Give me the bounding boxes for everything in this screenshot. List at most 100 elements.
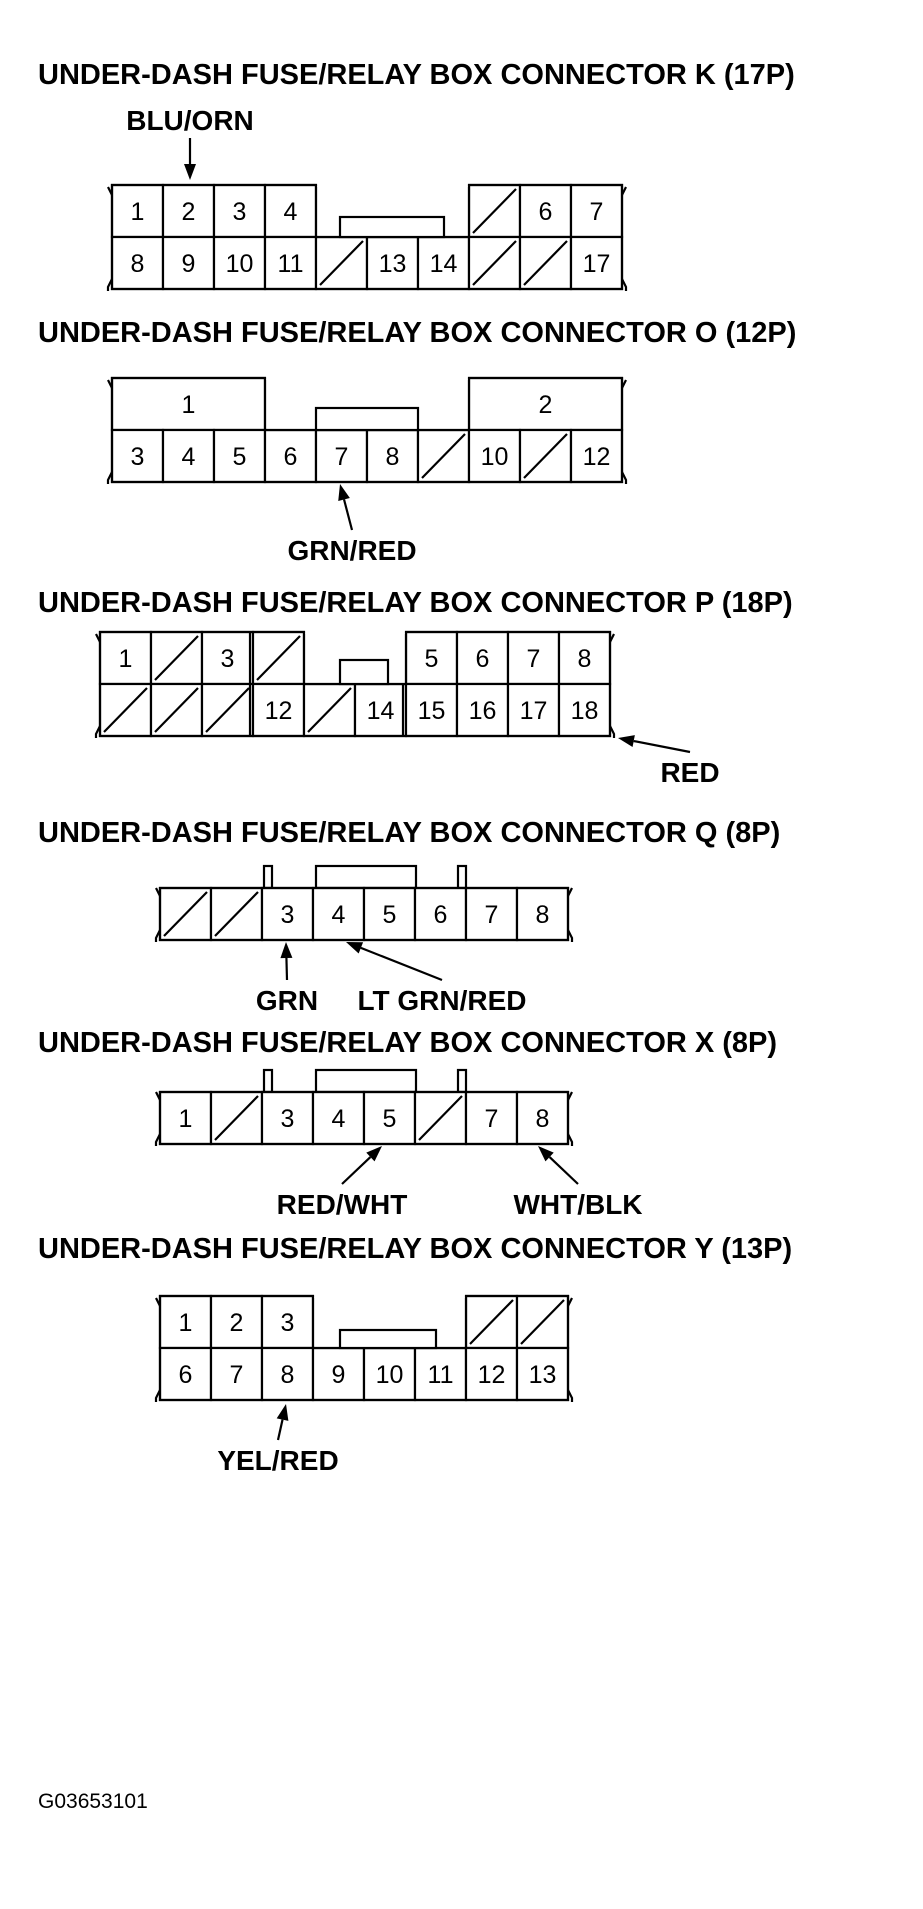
wire-color-label: RED/WHT bbox=[277, 1189, 408, 1220]
pin-number: 4 bbox=[332, 1105, 346, 1133]
pin-cavity bbox=[110, 376, 267, 432]
wire-color-label: LT GRN/RED bbox=[357, 985, 526, 1016]
pin-cavity bbox=[263, 235, 318, 291]
wire-color-label: YEL/RED bbox=[217, 1445, 338, 1476]
pin-number: 1 bbox=[179, 1105, 193, 1133]
unused-pin-slash bbox=[205, 687, 250, 733]
pin-number: 3 bbox=[281, 1105, 295, 1133]
pointer-line bbox=[548, 1156, 579, 1185]
pin-cavity bbox=[362, 1346, 417, 1402]
connector-title: UNDER-DASH FUSE/RELAY BOX CONNECTOR Y (1… bbox=[38, 1233, 792, 1265]
arrowhead bbox=[618, 735, 635, 747]
pin-cavity bbox=[161, 235, 216, 291]
pin-number: 7 bbox=[485, 1105, 499, 1133]
wire-color-label: RED bbox=[660, 757, 719, 788]
pin-number: 13 bbox=[379, 250, 407, 278]
pin-number: 11 bbox=[278, 250, 304, 278]
pin-cavity bbox=[464, 1346, 519, 1402]
recess-top-mask bbox=[305, 629, 405, 634]
connector-q: UNDER-DASH FUSE/RELAY BOX CONNECTOR Q (8… bbox=[38, 817, 780, 1016]
pin-cavity bbox=[557, 682, 612, 738]
pin-number: 4 bbox=[182, 443, 196, 471]
pin-number: 10 bbox=[481, 443, 509, 471]
figure-code: G03653101 bbox=[38, 1790, 148, 1813]
pin-number: 2 bbox=[539, 391, 553, 419]
connector-title: UNDER-DASH FUSE/RELAY BOX CONNECTOR O (1… bbox=[38, 317, 796, 349]
key-bump bbox=[338, 658, 390, 686]
pin-cavity bbox=[506, 682, 561, 738]
pin-number: 10 bbox=[226, 250, 254, 278]
pin-cavity bbox=[515, 1346, 570, 1402]
pin-number: 3 bbox=[281, 1309, 295, 1337]
arrowhead bbox=[538, 1146, 554, 1162]
connector-title: UNDER-DASH FUSE/RELAY BOX CONNECTOR K (1… bbox=[38, 59, 795, 91]
wire-color-label: WHT/BLK bbox=[513, 1189, 642, 1220]
connector-title: UNDER-DASH FUSE/RELAY BOX CONNECTOR X (8… bbox=[38, 1027, 777, 1059]
pin-number: 14 bbox=[430, 250, 458, 278]
latch bbox=[262, 1068, 274, 1094]
pin-number: 8 bbox=[131, 250, 145, 278]
pin-number: 18 bbox=[571, 697, 599, 725]
pin-cavity bbox=[467, 428, 522, 484]
pointer-line bbox=[276, 1419, 284, 1441]
unused-pin-slash bbox=[472, 188, 517, 234]
pin-number: 7 bbox=[590, 198, 604, 226]
pin-number: 1 bbox=[179, 1309, 193, 1337]
pin-number: 3 bbox=[221, 645, 235, 673]
connector-o: UNDER-DASH FUSE/RELAY BOX CONNECTOR O (1… bbox=[38, 317, 796, 566]
pin-number: 17 bbox=[520, 697, 548, 725]
key-bump bbox=[314, 406, 420, 432]
pointer-line bbox=[360, 946, 443, 982]
wire-color-label: BLU/ORN bbox=[126, 105, 254, 136]
key-bump bbox=[338, 215, 446, 239]
recess-top-mask bbox=[266, 375, 468, 380]
pin-number: 1 bbox=[131, 198, 145, 226]
wire-color-label: GRN/RED bbox=[287, 535, 416, 566]
unused-pin-slash bbox=[421, 433, 466, 479]
latch bbox=[456, 1068, 468, 1094]
pin-cavity bbox=[209, 1346, 264, 1402]
pin-cavity bbox=[212, 428, 267, 484]
unused-pin-slash bbox=[154, 635, 199, 681]
pointer-line bbox=[285, 957, 289, 981]
pin-number: 3 bbox=[131, 443, 145, 471]
pin-number: 12 bbox=[478, 1361, 506, 1389]
pin-number: 13 bbox=[529, 1361, 557, 1389]
connector-k: UNDER-DASH FUSE/RELAY BOX CONNECTOR K (1… bbox=[38, 59, 795, 291]
arrowhead bbox=[276, 1404, 289, 1421]
arrowhead bbox=[280, 942, 293, 959]
pin-number: 4 bbox=[332, 901, 346, 929]
pointer-line bbox=[341, 1156, 372, 1185]
unused-pin-slash bbox=[214, 1095, 259, 1141]
pin-number: 8 bbox=[281, 1361, 295, 1389]
pin-number: 6 bbox=[284, 443, 298, 471]
unused-pin-slash bbox=[214, 891, 259, 937]
pin-number: 8 bbox=[578, 645, 592, 673]
pin-cavity bbox=[365, 428, 420, 484]
pin-number: 15 bbox=[418, 697, 446, 725]
unused-pin-slash bbox=[472, 240, 517, 286]
pin-cavity bbox=[569, 235, 624, 291]
pin-cavity bbox=[362, 1090, 417, 1146]
connector-title: UNDER-DASH FUSE/RELAY BOX CONNECTOR Q (8… bbox=[38, 817, 780, 849]
unused-pin-slash bbox=[523, 240, 568, 286]
pin-number: 1 bbox=[182, 391, 196, 419]
pin-number: 14 bbox=[367, 697, 395, 725]
pin-number: 5 bbox=[383, 1105, 397, 1133]
pin-cavity bbox=[260, 1090, 315, 1146]
recess-top-mask bbox=[317, 182, 468, 187]
unused-pin-slash bbox=[520, 1299, 565, 1345]
unused-pin-slash bbox=[154, 687, 199, 733]
pin-number: 2 bbox=[230, 1309, 244, 1337]
unused-pin-slash bbox=[256, 635, 301, 681]
pin-number: 11 bbox=[428, 1361, 454, 1389]
connector-title: UNDER-DASH FUSE/RELAY BOX CONNECTOR P (1… bbox=[38, 587, 793, 619]
pin-cavity bbox=[455, 682, 510, 738]
unused-pin-slash bbox=[103, 687, 148, 733]
pin-number: 8 bbox=[536, 901, 550, 929]
pin-number: 5 bbox=[233, 443, 247, 471]
pin-cavity bbox=[209, 1294, 264, 1350]
pin-number: 4 bbox=[284, 198, 298, 226]
pin-cavity bbox=[413, 886, 468, 942]
arrowhead bbox=[338, 484, 350, 501]
